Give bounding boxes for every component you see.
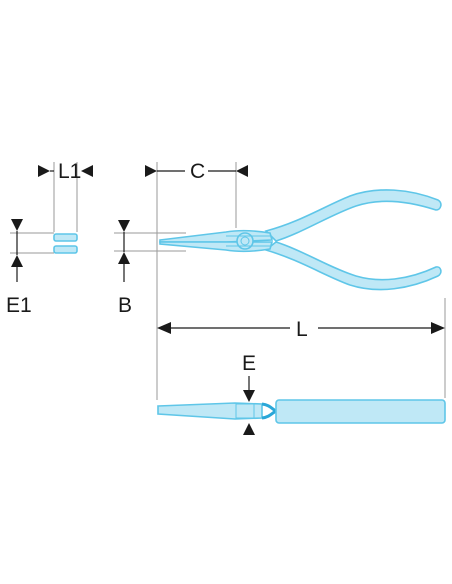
handle-top-view <box>275 399 446 424</box>
dimension-l1: L1 <box>38 160 93 183</box>
pliers-side-view <box>114 162 446 400</box>
arrow-up-icon <box>118 252 130 264</box>
dimension-label-e1: E1 <box>6 294 32 317</box>
handle-upper <box>264 189 442 242</box>
dimension-label-e: E <box>242 352 256 375</box>
pivot-joint <box>236 232 254 250</box>
dimension-label-l: L <box>296 318 308 341</box>
pliers-top-view <box>157 399 446 424</box>
arrow-up-icon <box>11 255 23 267</box>
dimension-e1: E1 <box>6 219 32 317</box>
dimension-b: B <box>118 220 132 317</box>
dimension-label-c: C <box>190 160 205 183</box>
jaw-section-upper <box>53 233 78 242</box>
arrow-left-icon <box>81 165 93 177</box>
arrow-down-icon <box>243 390 255 402</box>
jaw-top-view <box>157 402 263 420</box>
jaw-section-lower <box>53 245 78 254</box>
spring-accent <box>261 402 280 420</box>
dimension-label-b: B <box>118 294 132 317</box>
dimension-l: L <box>157 318 445 341</box>
arrow-up-icon <box>243 423 255 435</box>
arrow-down-icon <box>11 219 23 231</box>
dimension-label-l1: L1 <box>58 160 81 183</box>
dimension-c: C <box>145 160 248 183</box>
dimension-e: E <box>242 352 256 435</box>
arrow-right-icon <box>38 165 50 177</box>
handle-lower <box>264 241 442 291</box>
arrow-left-icon <box>236 165 248 177</box>
arrow-right-icon <box>431 322 445 334</box>
jaws-lower <box>159 241 274 253</box>
arrow-right-icon <box>145 165 157 177</box>
arrow-down-icon <box>118 220 130 232</box>
jaw-section-detail <box>10 162 78 254</box>
arrow-left-icon <box>157 322 171 334</box>
